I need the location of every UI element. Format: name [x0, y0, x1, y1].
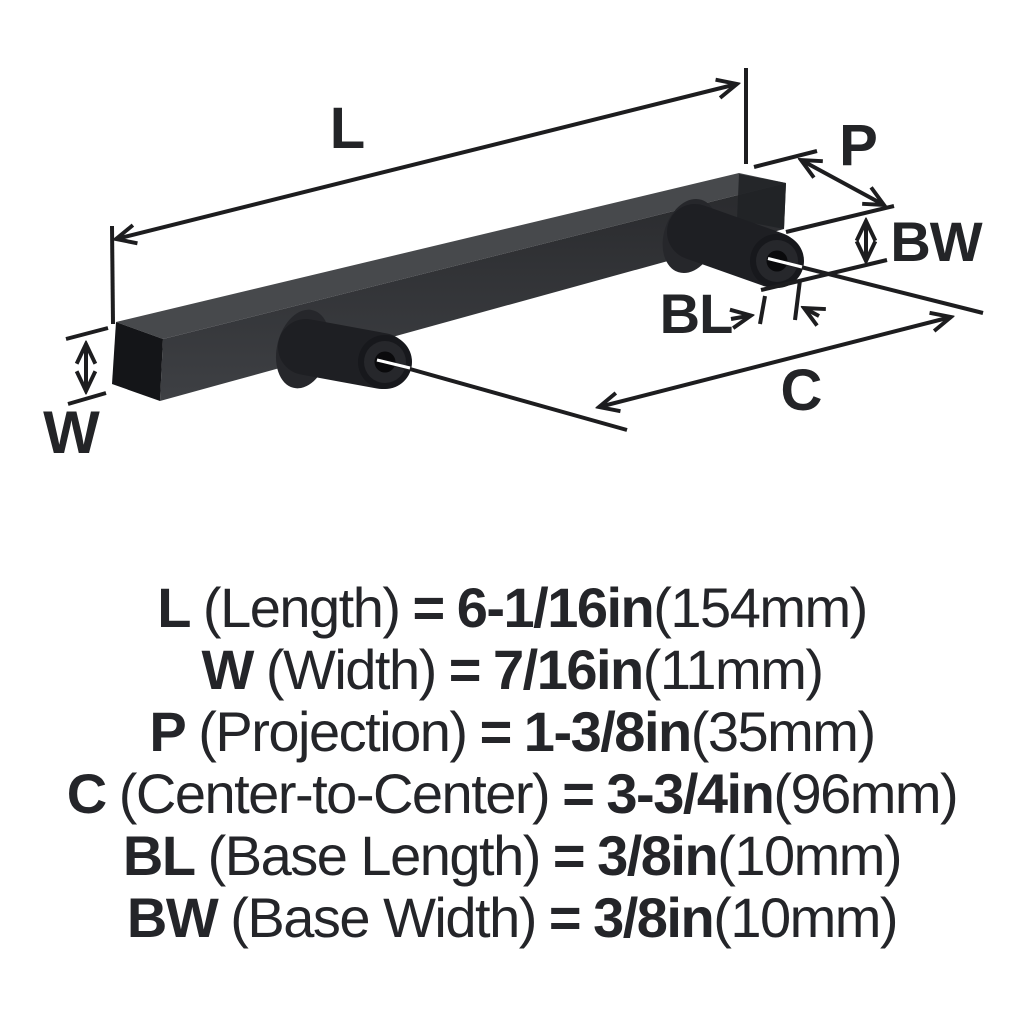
p-dimension-line	[801, 160, 884, 205]
l-extension-line-left	[110, 225, 115, 325]
spec-line-center-to-center: C(Center-to-Center)=3-3/4in(96mm)	[0, 763, 1024, 825]
spec-name: (Base Length)	[207, 824, 542, 887]
bl-arrow-right	[804, 308, 819, 316]
bar-right-end-face	[737, 174, 786, 229]
spec-metric: (96mm)	[773, 762, 958, 825]
spec-line-base-width: BW(Base Width)=3/8in(10mm)	[0, 887, 1024, 949]
p-reference-line-top	[753, 149, 818, 169]
spec-list: L(Length)=6-1/16in(154mm) W(Width)=7/16i…	[0, 577, 1024, 949]
spec-line-base-length: BL(Base Length)=3/8in(10mm)	[0, 825, 1024, 887]
spec-metric: (154mm)	[653, 576, 868, 639]
spec-name: (Base Width)	[230, 886, 537, 949]
spec-inches: 1-3/8in	[523, 700, 692, 763]
spec-name: (Length)	[202, 576, 401, 639]
bar-left-end-face	[112, 322, 163, 401]
dimension-drawing-svg: L P BW BL C W	[43, 68, 984, 466]
spec-line-projection: P(Projection)=1-3/8in(35mm)	[0, 701, 1024, 763]
label-c: C	[781, 358, 822, 423]
spec-metric: (10mm)	[717, 824, 902, 887]
bl-tick-left	[758, 295, 767, 325]
dimension-p	[753, 149, 884, 205]
spec-symbol: BW	[126, 886, 219, 949]
dimension-bw	[760, 204, 895, 292]
spec-symbol: BL	[122, 824, 196, 887]
left-post-center-slash	[376, 358, 411, 370]
bl-arrow-left	[731, 316, 751, 320]
spec-inches: 3/8in	[597, 824, 719, 887]
spec-metric: (11mm)	[642, 638, 824, 701]
spec-inches: 7/16in	[493, 638, 644, 701]
l-dimension-line	[116, 84, 737, 239]
w-tick-bottom	[67, 391, 107, 406]
label-w: W	[43, 399, 100, 466]
spec-equals: =	[412, 576, 446, 639]
spec-equals: =	[562, 762, 595, 825]
spec-line-length: L(Length)=6-1/16in(154mm)	[0, 577, 1024, 639]
spec-metric: (10mm)	[713, 886, 898, 949]
spec-equals: =	[448, 638, 482, 701]
spec-inches: 3-3/4in	[606, 762, 774, 825]
dimension-l	[110, 68, 748, 325]
c-dimension-line	[599, 317, 951, 407]
spec-equals: =	[552, 824, 586, 887]
spec-name: (Width)	[265, 638, 437, 701]
label-bl: BL	[660, 282, 733, 345]
spec-line-width: W(Width)=7/16in(11mm)	[0, 639, 1024, 701]
bl-tick-right	[793, 279, 802, 321]
spec-symbol: W	[201, 638, 254, 701]
spec-name: (Projection)	[198, 700, 468, 763]
spec-name: (Center-to-Center)	[118, 762, 551, 825]
dimension-w	[65, 326, 109, 406]
c-extension-line-left	[384, 360, 628, 432]
handle-line-drawing: L P BW BL C W	[43, 68, 984, 466]
label-l: L	[330, 96, 364, 161]
spec-symbol: C	[66, 762, 107, 825]
label-p: P	[839, 113, 877, 178]
spec-inches: 3/8in	[593, 886, 715, 949]
spec-symbol: L	[157, 576, 191, 639]
bw-reference-line-bottom	[760, 258, 888, 292]
bw-reference-line-top	[785, 204, 895, 234]
spec-equals: =	[548, 886, 582, 949]
right-post-center-slash	[767, 257, 803, 269]
spec-inches: 6-1/16in	[456, 576, 655, 639]
c-extension-line-right	[776, 259, 984, 315]
spec-metric: (35mm)	[690, 700, 876, 763]
spec-equals: =	[479, 700, 513, 763]
spec-symbol: P	[149, 700, 186, 763]
label-bw: BW	[890, 210, 982, 273]
left-post	[275, 309, 628, 432]
w-tick-top	[65, 326, 109, 341]
